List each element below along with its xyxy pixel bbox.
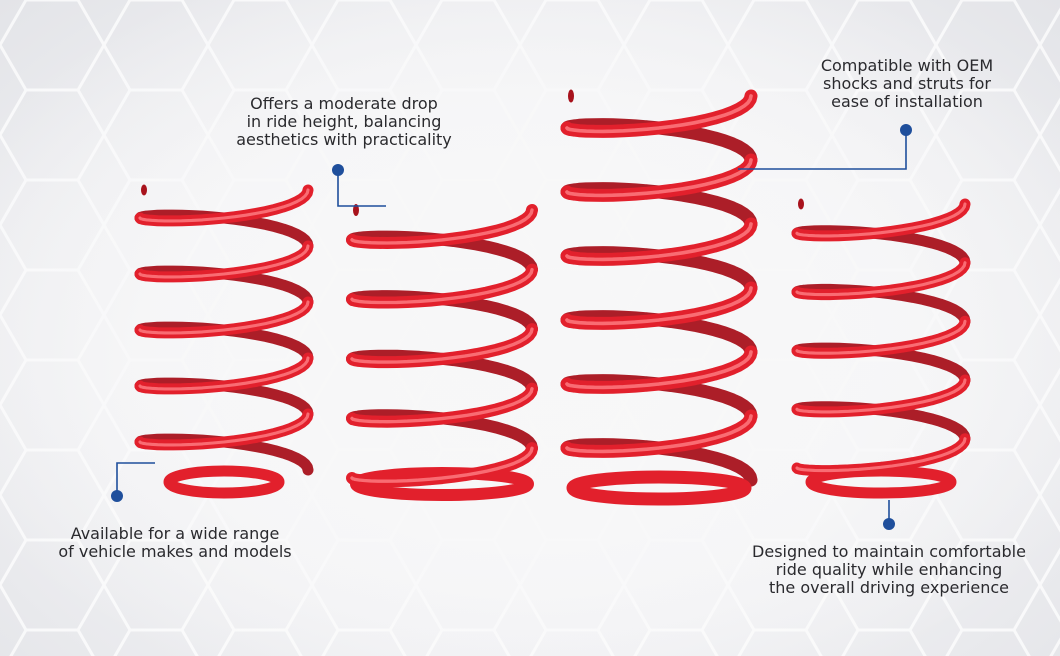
callout-lines: [111, 124, 912, 530]
spring-4-cut-end: [798, 198, 804, 210]
callout-offers-line: aesthetics with practicality: [236, 130, 452, 149]
coil-springs: [134, 89, 971, 506]
spring-2: [346, 204, 538, 501]
spring-3-base-coil: [566, 470, 752, 506]
spring-2-cut-end: [353, 204, 359, 216]
spring-4: [791, 198, 971, 499]
callout-dot-compatible: [900, 124, 912, 136]
callout-compatible-line: ease of installation: [831, 92, 983, 111]
callout-line-offers: [337, 170, 386, 207]
callout-compatible-line: Compatible with OEM: [820, 56, 994, 75]
callout-line-compatible: [738, 130, 907, 170]
spring-1-cut-end: [141, 184, 147, 196]
spring-4-coil-highlight: [795, 202, 967, 473]
spring-3-coil-highlight: [565, 94, 753, 454]
spring-2-coil-highlight: [350, 208, 534, 483]
callout-offers-line: in ride height, balancing: [246, 112, 442, 131]
callout-dot-available: [111, 490, 123, 502]
spring-3: [560, 89, 758, 506]
spring-1: [134, 184, 314, 499]
spring-1-coil-highlight: [138, 188, 310, 447]
callout-designed-line: ride quality while enhancing: [775, 560, 1003, 579]
spring-3-cut-end: [568, 89, 574, 103]
callout-dot-offers: [332, 164, 344, 176]
callout-line-available: [116, 462, 155, 496]
callout-dot-designed: [883, 518, 895, 530]
callout-compatible-line: shocks and struts for: [823, 74, 991, 93]
callout-available-line: Available for a wide range: [70, 524, 280, 543]
callout-designed-line: the overall driving experience: [769, 578, 1009, 597]
callout-designed-text: Designed to maintain comfortable ride qu…: [724, 543, 1054, 597]
callout-offers-text: Offers a moderate drop in ride height, b…: [196, 95, 492, 149]
spring-1-base-coil: [163, 465, 285, 499]
callout-designed-line: Designed to maintain comfortable: [752, 542, 1026, 561]
callout-available-line: of vehicle makes and models: [58, 542, 292, 561]
callout-offers-line: Offers a moderate drop: [250, 94, 438, 113]
callout-available-text: Available for a wide range of vehicle ma…: [30, 525, 320, 561]
callout-compatible-text: Compatible with OEM shocks and struts fo…: [782, 57, 1032, 111]
